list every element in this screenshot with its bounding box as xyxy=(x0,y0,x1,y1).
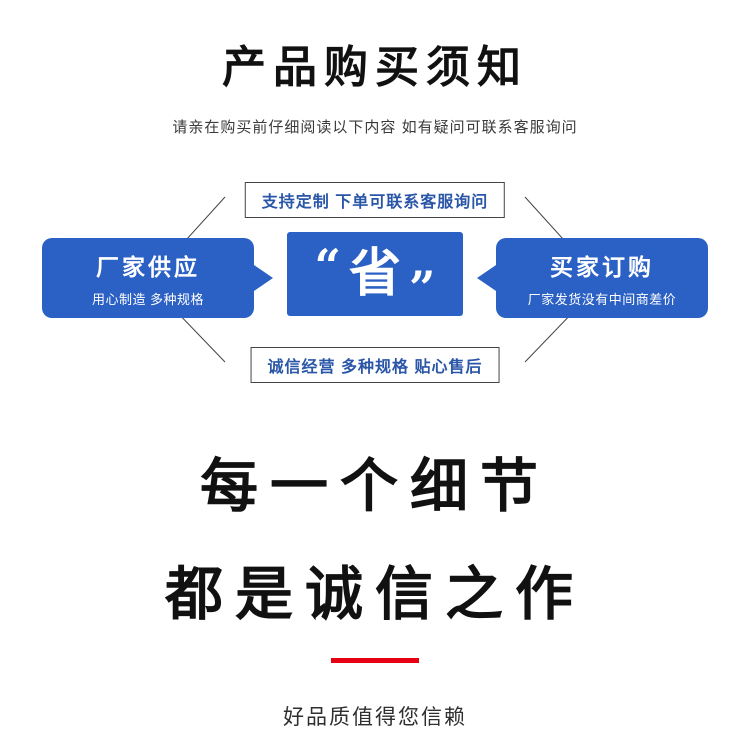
headline-line2: 都是诚信之作 xyxy=(164,562,585,627)
header-subtitle: 请亲在购买前仔细阅读以下内容 如有疑问可联系客服询问 xyxy=(172,119,578,137)
top-note-label: 支持定制 下单可联系客服询问 xyxy=(261,194,489,211)
supply-diagram: 支持定制 下单可联系客服询问 厂家供应 用心制造 多种规格 “ 省 ” 买家订购… xyxy=(0,170,750,405)
headline-section: 每一个细节 都是诚信之作 好品质值得您信赖 xyxy=(0,458,750,731)
bottom-note-label: 诚信经营 多种规格 贴心售后 xyxy=(267,359,483,376)
tagline: 好品质值得您信赖 xyxy=(283,706,467,729)
supplier-card-title: 厂家供应 xyxy=(96,254,200,280)
open-quote: “ xyxy=(314,239,341,293)
buyer-card-title: 买家订购 xyxy=(550,254,654,280)
header: 产品购买须知 请亲在购买前仔细阅读以下内容 如有疑问可联系客服询问 xyxy=(0,43,750,137)
save-badge: “ 省 ” xyxy=(287,232,463,316)
buyer-card-subtitle: 厂家发货没有中间商差价 xyxy=(527,292,677,307)
close-quote: ” xyxy=(409,261,436,315)
buyer-card: 买家订购 厂家发货没有中间商差价 xyxy=(496,238,708,318)
headline-line1: 每一个细节 xyxy=(199,454,550,519)
top-note: 支持定制 下单可联系客服询问 xyxy=(244,182,506,218)
save-badge-text: 省 xyxy=(348,245,401,303)
supplier-card-subtitle: 用心制造 多种规格 xyxy=(91,292,205,307)
red-divider xyxy=(331,658,419,663)
supplier-card: 厂家供应 用心制造 多种规格 xyxy=(42,238,254,318)
bottom-note: 诚信经营 多种规格 贴心售后 xyxy=(250,347,500,383)
page-title: 产品购买须知 xyxy=(222,43,528,92)
